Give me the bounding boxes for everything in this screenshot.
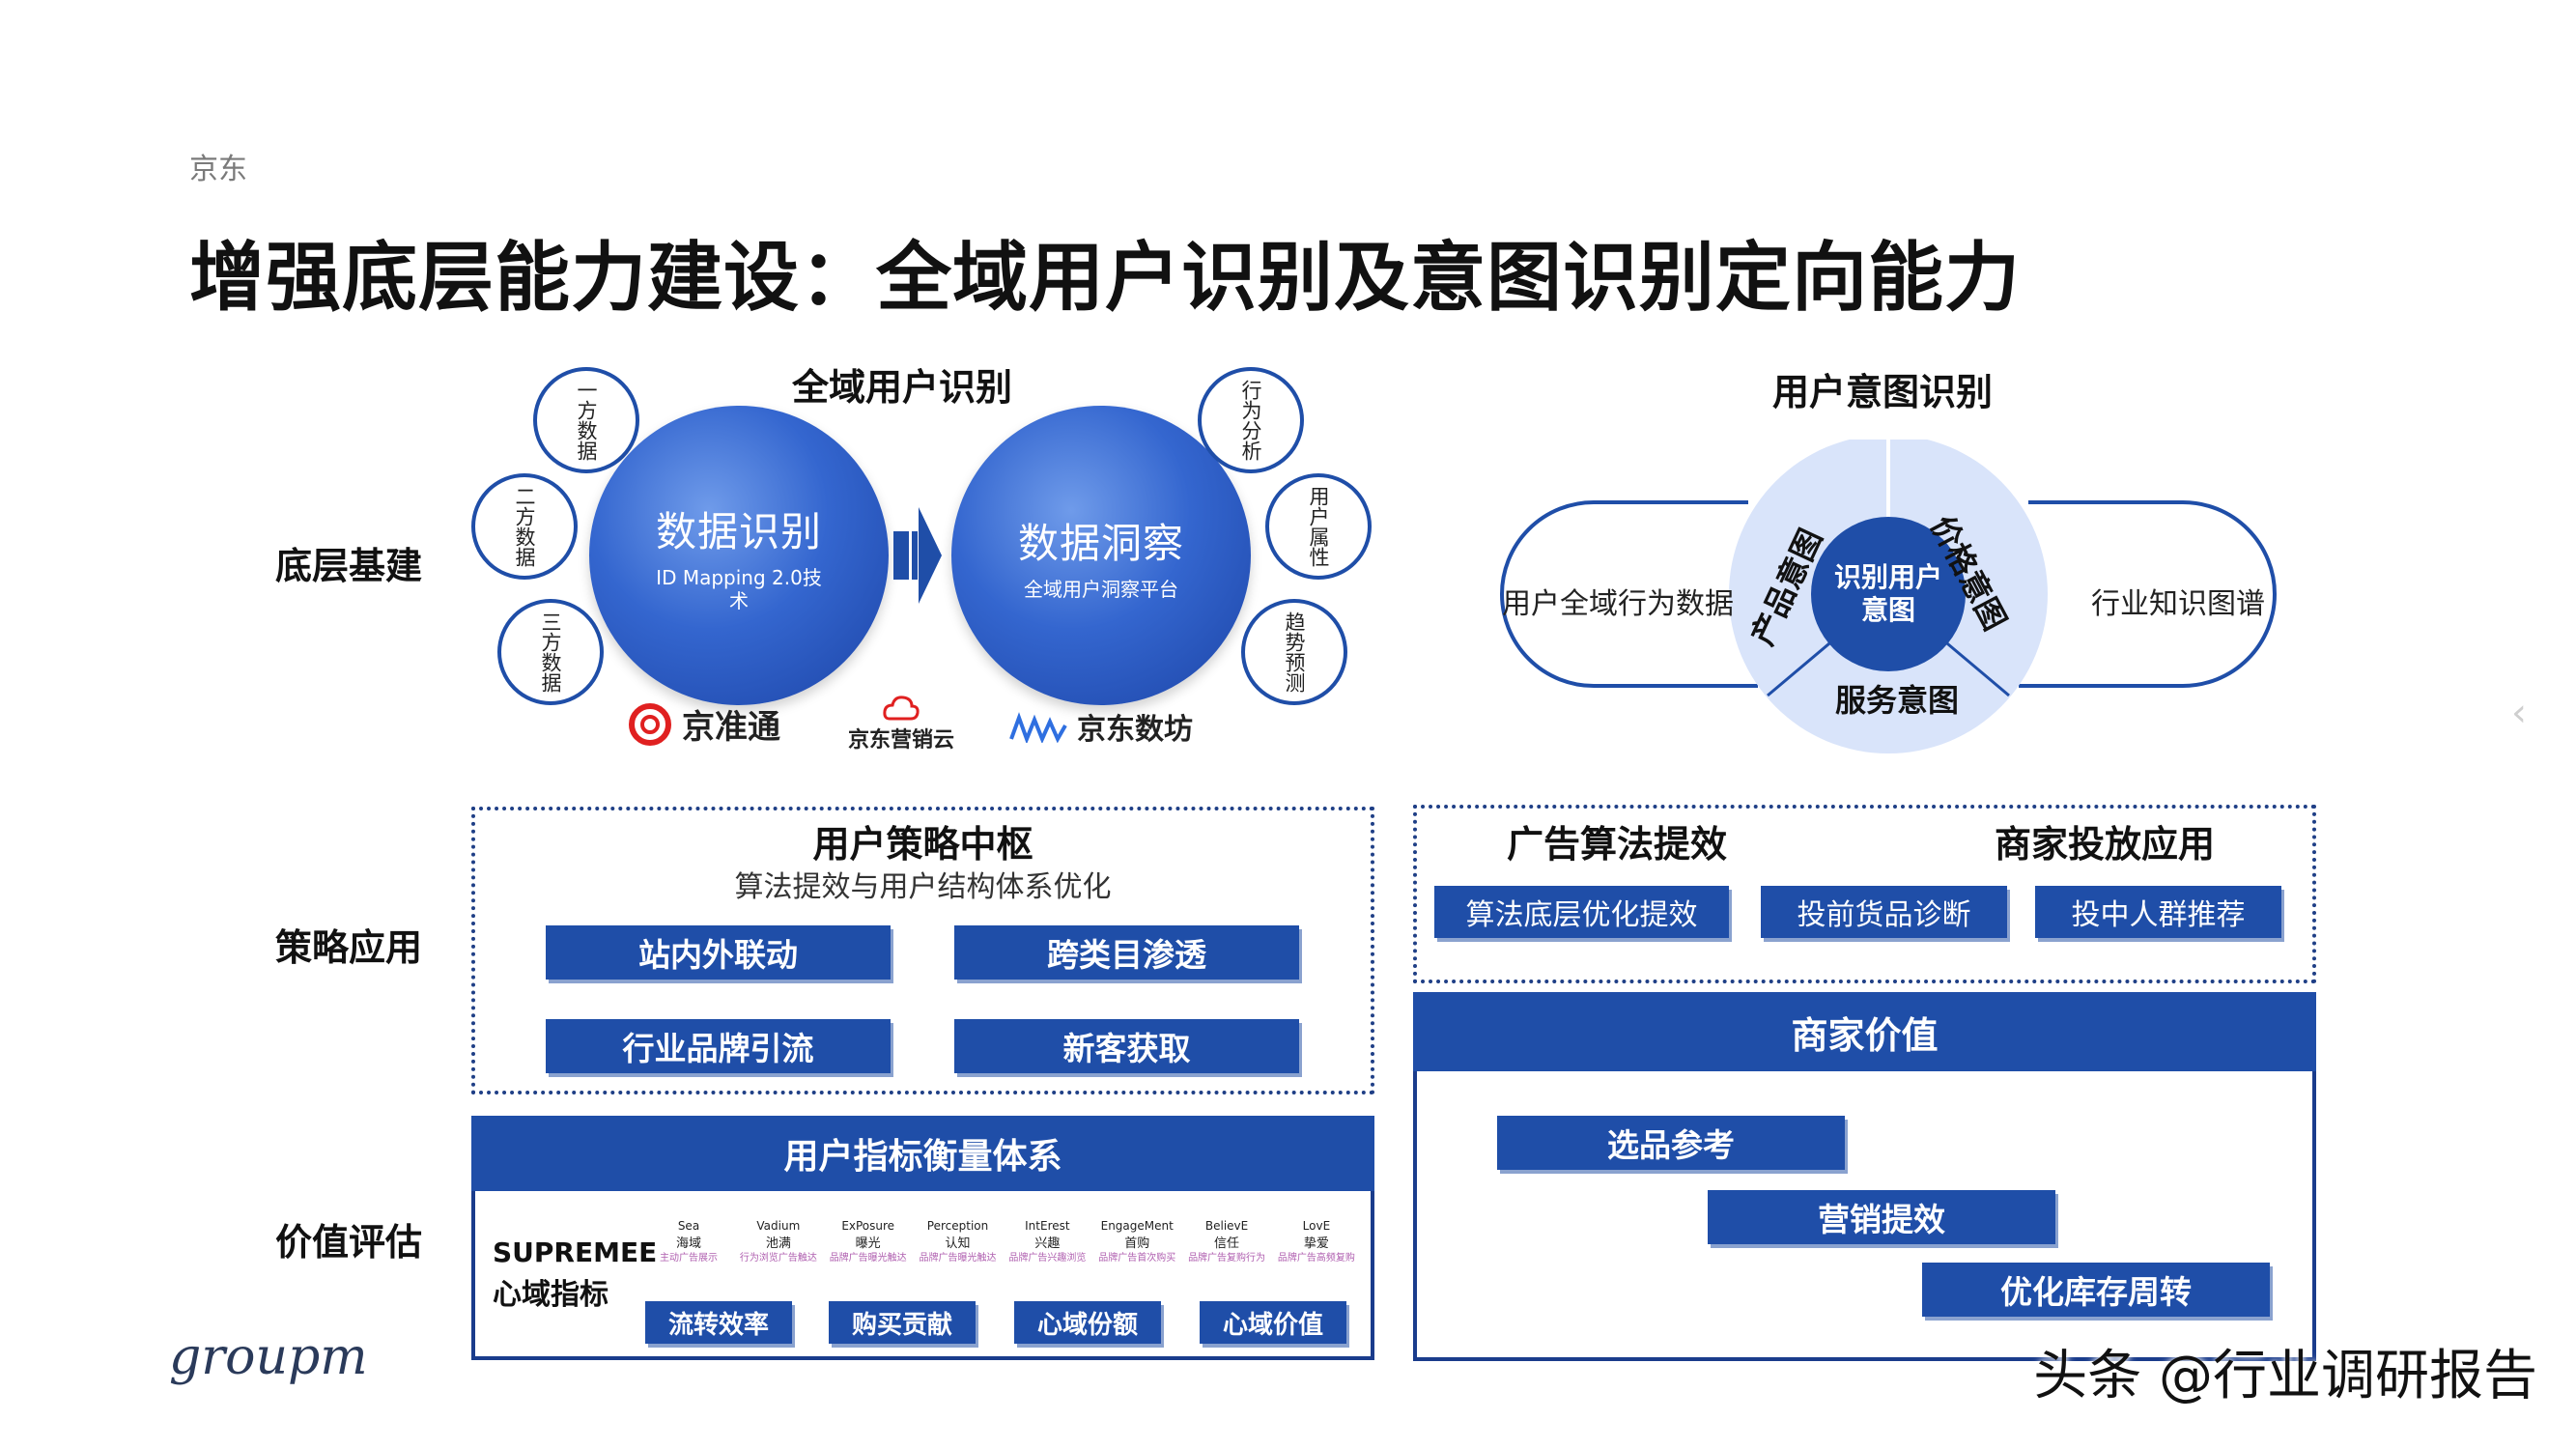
metric-zh: 兴趣 xyxy=(1034,1236,1061,1251)
metric-note: 品牌广告复购行为 xyxy=(1188,1253,1266,1264)
ad-button-algorithm-optimize[interactable]: 算法底层优化提效 xyxy=(1434,886,1729,938)
jd-marketing-cloud-text: 京东营销云 xyxy=(848,728,955,753)
metric-en: EngageMent xyxy=(1100,1219,1174,1233)
groupm-logo: groupm xyxy=(169,1328,368,1386)
metric-button-heart-share[interactable]: 心域份额 xyxy=(1014,1301,1161,1344)
jzt-logo-text: 京准通 xyxy=(682,708,780,747)
strategy-button-cross-site[interactable]: 站内外联动 xyxy=(546,925,891,980)
metric-en: Vadium xyxy=(756,1219,801,1233)
metric-zh: 首购 xyxy=(1124,1236,1150,1251)
metric-en: LovE xyxy=(1302,1219,1331,1233)
jd-shufang-logo: 京东数坊 xyxy=(1009,705,1193,748)
metric-note: 主动广告展示 xyxy=(660,1253,718,1264)
metrics-label-heart: 心域指标 xyxy=(493,1278,609,1312)
metric-note: 品牌广告曝光触达 xyxy=(829,1253,907,1264)
ad-button-audience-recommend[interactable]: 投中人群推荐 xyxy=(2035,886,2281,938)
row-label-infrastructure: 底层基建 xyxy=(275,545,423,587)
first-party-data-circle: 一方数据 xyxy=(533,367,639,473)
merchant-value-title: 商家价值 xyxy=(1413,992,2316,1071)
jd-shufang-logo-icon xyxy=(1009,712,1067,743)
intent-right-text: 行业知识图谱 xyxy=(2091,587,2265,621)
cloud-icon xyxy=(883,696,920,721)
metric-item: LovE 挚爱 品牌广告高频复购 xyxy=(1273,1219,1360,1264)
trend-forecast-circle: 趋势预测 xyxy=(1241,599,1347,705)
metrics-items-row: Sea 海域 主动广告展示 Vadium 池满 行为浏览广告触达 ExPosur… xyxy=(645,1219,1360,1264)
metrics-label-supremee: SUPREMEE xyxy=(493,1236,658,1268)
metrics-title: 用户指标衡量体系 xyxy=(471,1116,1374,1191)
metric-note: 品牌广告高频复购 xyxy=(1277,1253,1355,1264)
identity-title: 全域用户识别 xyxy=(792,366,1013,409)
intent-diagram xyxy=(1500,440,2277,753)
metric-note: 品牌广告兴趣浏览 xyxy=(1008,1253,1087,1264)
data-identification-title: 数据识别 xyxy=(655,507,822,555)
metric-item: IntErest 兴趣 品牌广告兴趣浏览 xyxy=(1004,1219,1090,1264)
trend-forecast-label: 趋势预测 xyxy=(1283,611,1306,693)
chevron-left-icon[interactable]: ‹ xyxy=(2511,691,2527,735)
metric-button-flow-efficiency[interactable]: 流转效率 xyxy=(645,1301,792,1344)
page-title: 增强底层能力建设：全域用户识别及意图识别定向能力 xyxy=(189,235,2022,322)
metric-zh: 认知 xyxy=(945,1236,971,1251)
user-attributes-label: 用户属性 xyxy=(1307,486,1330,567)
jzt-logo-icon xyxy=(629,702,671,746)
metric-note: 品牌广告曝光触达 xyxy=(919,1253,997,1264)
jd-shufang-text: 京东数坊 xyxy=(1077,713,1193,747)
metric-en: ExPosure xyxy=(841,1219,895,1233)
data-insight-title: 数据洞察 xyxy=(1017,519,1184,567)
watermark-text: 头条 @行业调研报告 xyxy=(2033,1345,2537,1407)
metric-item: EngageMent 首购 品牌广告首次购买 xyxy=(1093,1219,1180,1264)
strategy-hub-subtitle: 算法提效与用户结构体系优化 xyxy=(734,870,1112,904)
data-identification-circle: 数据识别 ID Mapping 2.0技术 xyxy=(589,406,889,705)
behavior-analysis-circle: 行为分析 xyxy=(1198,367,1304,473)
metric-zh: 池满 xyxy=(765,1236,791,1251)
first-party-data-label: 一方数据 xyxy=(575,380,598,461)
strategy-hub-title: 用户策略中枢 xyxy=(812,823,1033,866)
metric-en: BelievE xyxy=(1204,1219,1249,1233)
user-attributes-circle: 用户属性 xyxy=(1265,473,1372,580)
jzt-logo: 京准通 xyxy=(628,700,780,748)
behavior-analysis-label: 行为分析 xyxy=(1239,380,1262,461)
second-party-data-label: 二方数据 xyxy=(513,486,536,567)
metric-en: Sea xyxy=(677,1219,700,1233)
metric-zh: 信任 xyxy=(1214,1236,1240,1251)
intent-title: 用户意图识别 xyxy=(1772,371,1994,413)
strategy-button-brand-traffic[interactable]: 行业品牌引流 xyxy=(546,1019,891,1073)
third-party-data-label: 三方数据 xyxy=(539,611,562,693)
metric-button-purchase-contribution[interactable]: 购买贡献 xyxy=(829,1301,976,1344)
data-insight-circle: 数据洞察 全域用户洞察平台 xyxy=(951,406,1251,705)
merchant-delivery-title: 商家投放应用 xyxy=(1995,823,2216,866)
intent-center-text: 识别用户意图 xyxy=(1833,561,1942,626)
merchant-step-inventory[interactable]: 优化库存周转 xyxy=(1922,1263,2270,1317)
metric-zh: 挚爱 xyxy=(1303,1236,1329,1251)
intent-segment-service: 服务意图 xyxy=(1835,682,1960,719)
metric-zh: 海域 xyxy=(675,1236,701,1251)
data-identification-sub: ID Mapping 2.0技术 xyxy=(656,565,822,612)
merchant-step-marketing[interactable]: 营销提效 xyxy=(1708,1190,2055,1244)
metric-en: Perception xyxy=(926,1219,989,1233)
metric-item: Perception 认知 品牌广告曝光触达 xyxy=(915,1219,1002,1264)
right-arrow-icon xyxy=(893,507,942,604)
brand-label: 京东 xyxy=(189,153,247,186)
metric-item: ExPosure 曝光 品牌广告曝光触达 xyxy=(825,1219,912,1264)
merchant-step-selection[interactable]: 选品参考 xyxy=(1497,1116,1845,1170)
jd-marketing-cloud-logo: 京东营销云 xyxy=(848,694,954,753)
metric-button-heart-value[interactable]: 心域价值 xyxy=(1200,1301,1346,1344)
third-party-data-circle: 三方数据 xyxy=(497,599,604,705)
second-party-data-circle: 二方数据 xyxy=(471,473,578,580)
intent-left-text: 用户全域行为数据 xyxy=(1502,587,1734,621)
metric-zh: 曝光 xyxy=(855,1236,881,1251)
strategy-button-cross-category[interactable]: 跨类目渗透 xyxy=(954,925,1299,980)
ad-algorithm-title: 广告算法提效 xyxy=(1507,823,1728,866)
row-label-value: 价值评估 xyxy=(275,1221,423,1264)
metric-en: IntErest xyxy=(1025,1219,1070,1233)
metric-item: BelievE 信任 品牌广告复购行为 xyxy=(1183,1219,1270,1264)
metric-item: Vadium 池满 行为浏览广告触达 xyxy=(735,1219,822,1264)
metric-note: 品牌广告首次购买 xyxy=(1098,1253,1176,1264)
ad-button-pre-diagnosis[interactable]: 投前货品诊断 xyxy=(1761,886,2007,938)
strategy-button-new-customer[interactable]: 新客获取 xyxy=(954,1019,1299,1073)
metric-note: 行为浏览广告触达 xyxy=(739,1253,817,1264)
row-label-strategy: 策略应用 xyxy=(275,926,423,969)
metric-item: Sea 海域 主动广告展示 xyxy=(645,1219,732,1264)
data-insight-sub: 全域用户洞察平台 xyxy=(1024,577,1178,601)
